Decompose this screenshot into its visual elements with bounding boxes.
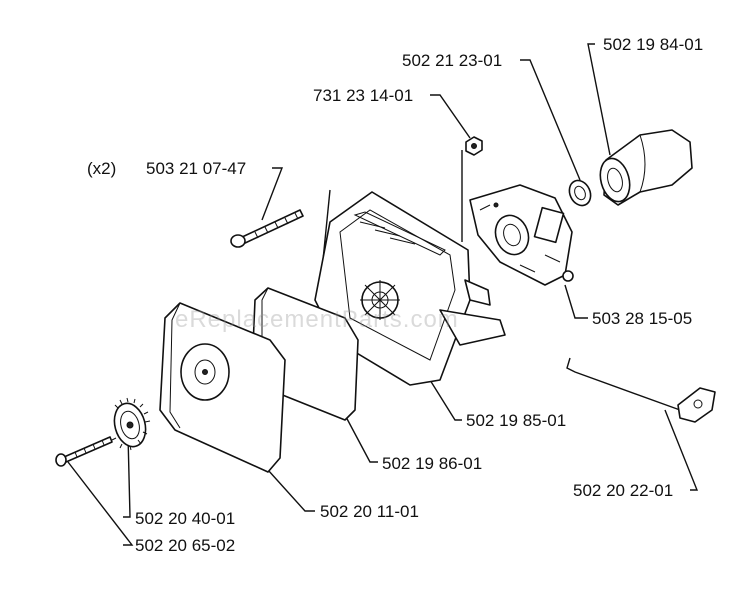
leader-502-21-23-01 — [520, 59, 581, 181]
watermark: eReplacementParts.com — [175, 306, 459, 333]
label-502-19-85-01: 502 19 85-01 — [466, 411, 567, 430]
intake-elbow-part — [599, 129, 693, 206]
label-731-23-14-01: 731 23 14-01 — [313, 86, 414, 105]
leader-502-19-86-01 — [344, 414, 378, 463]
label-502-20-11-01: 502 20 11-01 — [320, 502, 419, 521]
leader-503-28-15-05 — [564, 284, 588, 319]
label-502-20-22-01: 502 20 22-01 — [573, 481, 674, 500]
label-502-20-65-02: 502 20 65-02 — [135, 536, 236, 555]
leader-502-19-85-01 — [429, 379, 462, 421]
label-503-21-07-47: 503 21 07-47 — [146, 159, 247, 178]
label-502-19-86-01: 502 19 86-01 — [382, 454, 483, 473]
label-502-21-23-01: 502 21 23-01 — [402, 51, 503, 70]
leader-502-19-84-01 — [587, 43, 611, 156]
leader-502-20-22-01 — [664, 409, 699, 491]
filter-cover-part — [159, 302, 286, 473]
label-502-19-84-01: 502 19 84-01 — [603, 35, 704, 54]
choke-rod-part — [566, 357, 716, 423]
short-screw-part — [55, 436, 113, 467]
leader-502-20-40-01 — [123, 434, 131, 518]
leader-731-23-14-01 — [430, 94, 471, 139]
long-screw-part — [230, 209, 304, 248]
label-502-20-40-01: 502 20 40-01 — [135, 509, 236, 528]
quantity-note: (x2) — [87, 159, 117, 178]
leader-502-20-65-02 — [67, 461, 134, 546]
leader-502-20-11-01 — [267, 469, 315, 512]
knob-part — [111, 397, 151, 451]
carburetor-part — [469, 184, 574, 286]
label-503-28-15-05: 503 28 15-05 — [592, 309, 693, 328]
nut-part — [465, 136, 483, 156]
leader-503-21-07-47 — [261, 167, 284, 221]
gasket-ring-part — [568, 179, 592, 207]
